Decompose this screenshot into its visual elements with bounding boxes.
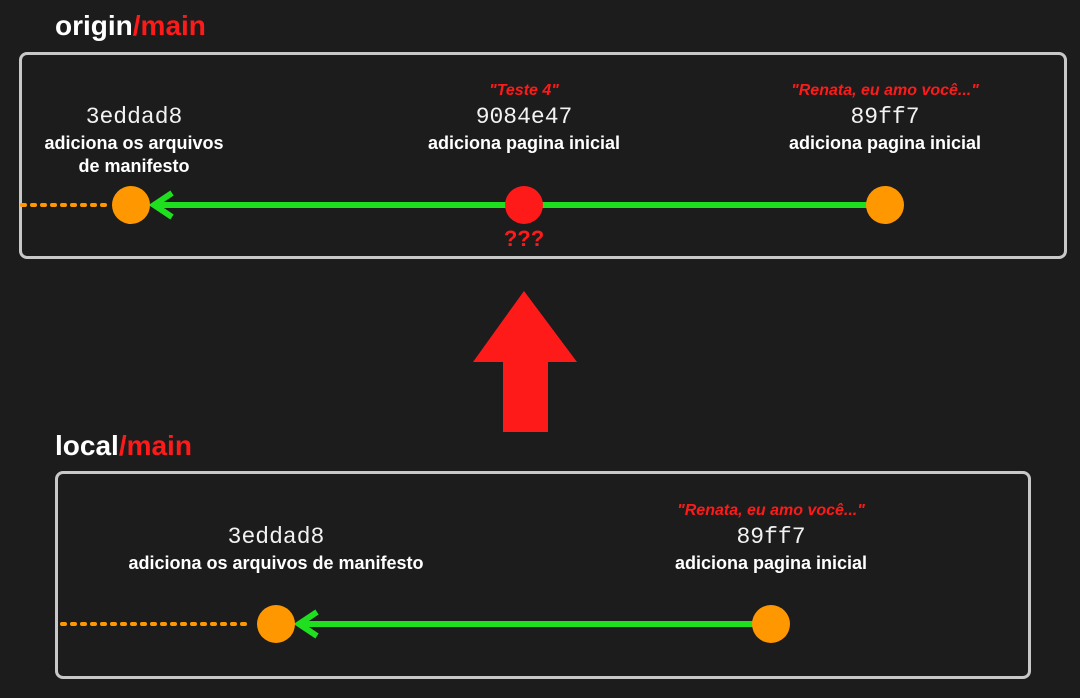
commit-message-line1: adiciona os arquivos xyxy=(44,133,224,153)
origin-commit-label-1: 3eddad8 adiciona os arquivos de manifest… xyxy=(44,80,223,178)
origin-panel xyxy=(19,52,1067,259)
commit-hash: 3eddad8 xyxy=(85,104,183,130)
origin-commit-label-2: "Teste 4" 9084e47 adiciona pagina inicia… xyxy=(428,80,620,155)
local-title-suffix: /main xyxy=(118,430,192,461)
commit-note xyxy=(128,500,423,522)
local-panel xyxy=(55,471,1031,679)
origin-commit-label-3: "Renata, eu amo você..." 89ff7 adiciona … xyxy=(789,80,981,155)
local-arrowhead xyxy=(293,609,319,639)
origin-title-suffix: /main xyxy=(132,10,206,41)
local-commit-label-2: "Renata, eu amo você..." 89ff7 adiciona … xyxy=(675,500,867,575)
origin-arrowhead xyxy=(148,190,174,220)
push-up-arrow xyxy=(473,291,577,432)
origin-commit-node-3eddad8 xyxy=(112,186,150,224)
local-title-prefix: local xyxy=(55,430,119,461)
local-main-title: local/main xyxy=(55,430,192,462)
commit-message-line1: adiciona pagina inicial xyxy=(674,553,868,573)
commit-note: "Teste 4" xyxy=(489,82,559,99)
local-commit-node-89ff7 xyxy=(752,605,790,643)
origin-commit-node-89ff7 xyxy=(866,186,904,224)
origin-title-prefix: origin xyxy=(55,10,133,41)
unknown-commit-marker: ??? xyxy=(503,226,545,251)
commit-note: "Renata, eu amo você..." xyxy=(677,502,865,519)
commit-hash: 89ff7 xyxy=(736,524,806,550)
origin-main-title: origin/main xyxy=(55,10,206,42)
origin-conflict-node-9084e47 xyxy=(505,186,543,224)
commit-hash: 3eddad8 xyxy=(227,524,325,550)
commit-hash: 89ff7 xyxy=(850,104,920,130)
local-commit-label-1: 3eddad8 adiciona os arquivos de manifest… xyxy=(128,500,423,575)
commit-note: "Renata, eu amo você..." xyxy=(791,82,979,99)
commit-note xyxy=(44,80,223,102)
commit-message-line1: adiciona os arquivos de manifesto xyxy=(128,553,424,573)
commit-message-line2: de manifesto xyxy=(78,156,190,176)
commit-hash: 9084e47 xyxy=(475,104,573,130)
commit-message-line1: adiciona pagina inicial xyxy=(427,133,621,153)
commit-message-line1: adiciona pagina inicial xyxy=(788,133,982,153)
local-commit-node-3eddad8 xyxy=(257,605,295,643)
